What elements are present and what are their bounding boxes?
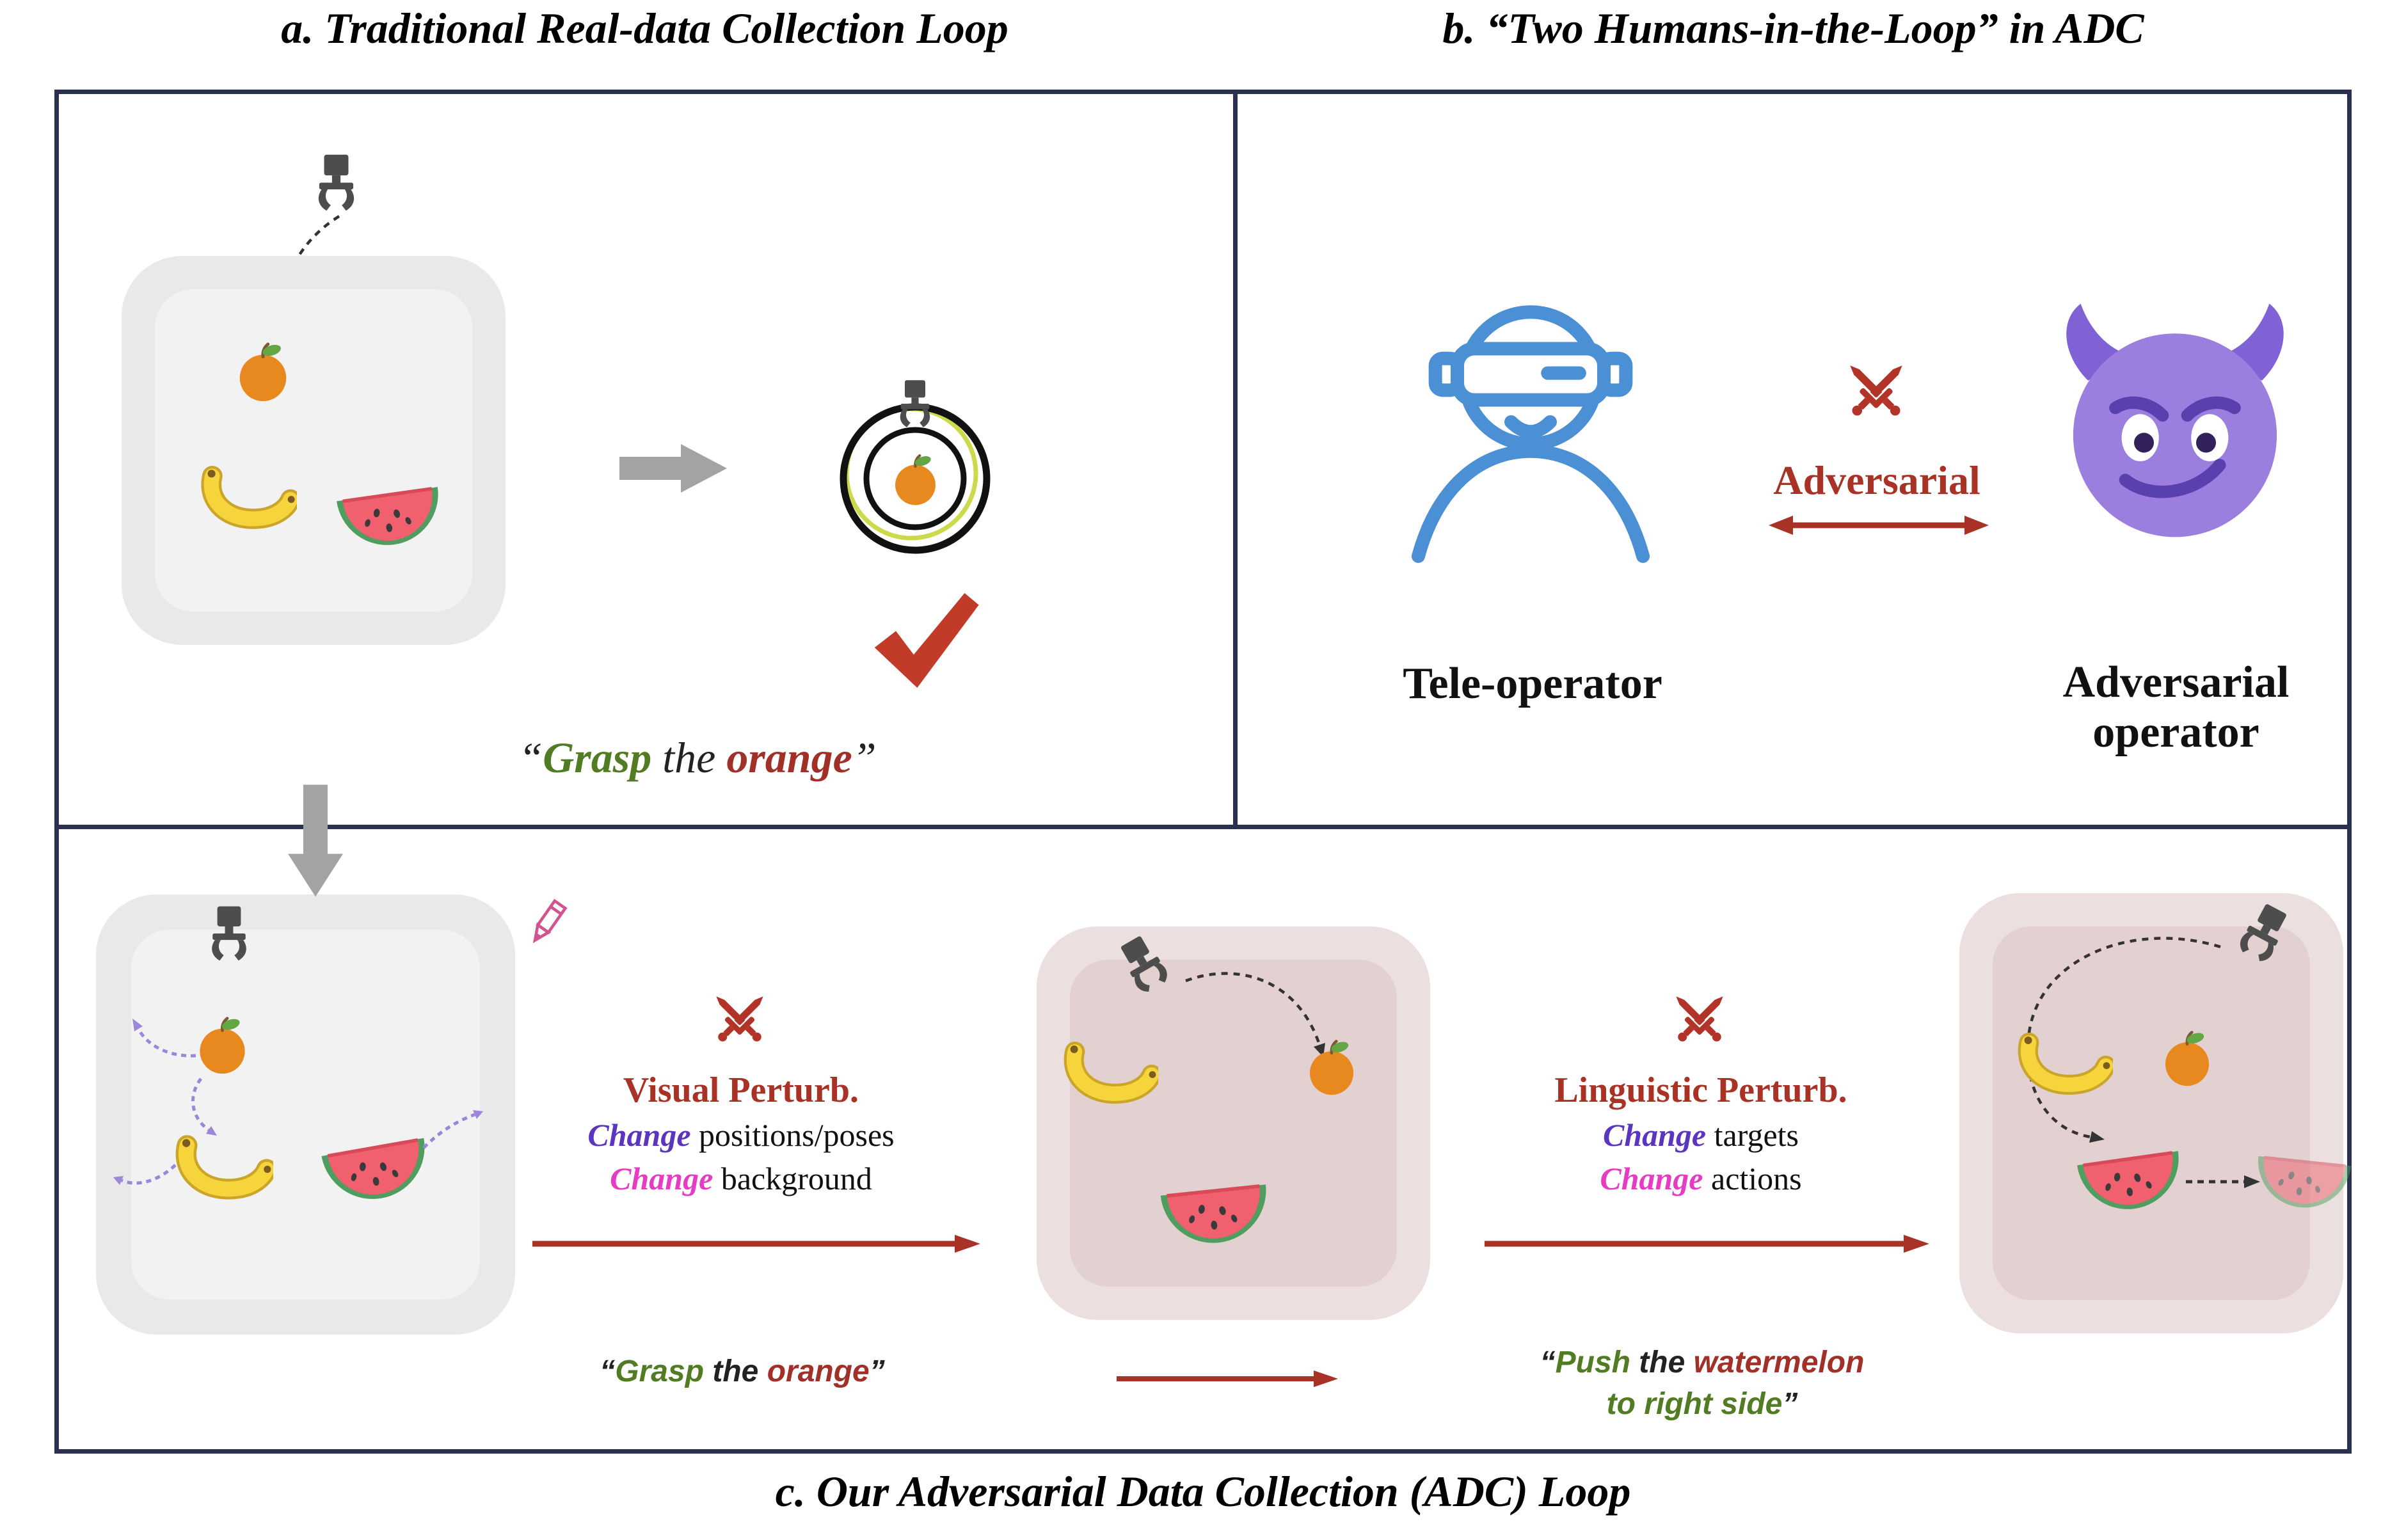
instruction-connector: the: [704, 1354, 767, 1388]
adversarial-label: Adversarial: [1773, 457, 1980, 503]
close-quote: ”: [1782, 1386, 1798, 1421]
target-rings-icon: [840, 380, 991, 554]
banana-icon: [200, 462, 297, 536]
tray-inner-surface: [155, 289, 472, 612]
panel-b-title: b. “Two Humans-in-the-Loop” in ADC: [1442, 4, 2144, 52]
gripper-icon: [306, 152, 367, 213]
instruction-line1: “Push the watermelon: [1465, 1342, 1939, 1384]
close-quote: ”: [852, 733, 877, 782]
red-arrow: [532, 1235, 980, 1253]
panel-c-title: c. Our Adversarial Data Collection (ADC)…: [775, 1467, 1631, 1516]
figure-outer-border: [54, 90, 2352, 1454]
open-quote: “: [518, 733, 543, 782]
line-rest: positions/poses: [690, 1117, 895, 1153]
banana-icon: [174, 1131, 273, 1207]
linguistic-perturb-line2: Change actions: [1509, 1160, 1893, 1197]
adversarial-double-arrow: [1769, 516, 1989, 535]
instruction-connector: the: [651, 733, 727, 782]
watermelon-icon: [2074, 1133, 2187, 1219]
close-quote: ”: [869, 1354, 885, 1388]
horizontal-divider: [54, 825, 2352, 829]
crossed-swords-icon: [1665, 985, 1734, 1054]
instruction-verb: Grasp: [615, 1354, 705, 1388]
adversarial-operator-label: Adversarial operator: [2062, 658, 2290, 758]
instruction-verb: Grasp: [543, 733, 652, 782]
instruction-verb: Push: [1555, 1346, 1630, 1379]
open-quote: “: [1540, 1346, 1556, 1379]
block-arrow-down-icon: [288, 784, 343, 897]
pose-change-dashed-arrow: [422, 1110, 483, 1149]
visual-perturb-line1: Change positions/poses: [517, 1116, 965, 1154]
line-rest: targets: [1706, 1117, 1799, 1153]
robot-bin-tray-result: [1959, 893, 2343, 1333]
instruction-connector: the: [1630, 1346, 1694, 1379]
vertical-divider: [1233, 90, 1238, 829]
dashed-trajectory-arrow: [2026, 937, 2221, 1143]
instruction-caption-panel-a: “Grasp the orange”: [218, 733, 1177, 783]
instruction-caption-before: “Grasp the orange”: [511, 1351, 974, 1393]
line-rest: actions: [1703, 1161, 1802, 1196]
linguistic-perturb-line1: Change targets: [1509, 1116, 1893, 1154]
tray-inner-surface: [131, 930, 480, 1299]
red-arrow: [1117, 1370, 1338, 1387]
block-arrow-right-icon: [619, 444, 727, 493]
red-arrow: [1485, 1235, 1929, 1253]
checkmark-icon: [874, 593, 979, 688]
line-rest: background: [713, 1161, 872, 1196]
linguistic-perturb-heading: Linguistic Perturb.: [1554, 1070, 1847, 1110]
robot-bin-tray: [96, 894, 515, 1335]
orange-icon: [1302, 1038, 1361, 1097]
orange-icon: [2158, 1029, 2217, 1088]
open-quote: “: [600, 1354, 616, 1388]
robot-bin-tray: [122, 256, 506, 645]
vr-teleoperator-icon: [1411, 305, 1650, 563]
change-word: Change: [1602, 1117, 1707, 1153]
banana-icon: [1062, 1038, 1158, 1111]
pose-change-dashed-arrow: [113, 1164, 177, 1185]
panel-a-title: a. Traditional Real-data Collection Loop: [281, 4, 1008, 52]
watermelon-ghost-icon: [2252, 1139, 2354, 1217]
pencil-icon: [517, 894, 576, 953]
instruction-line2: to right side”: [1465, 1384, 1939, 1425]
instruction-object: orange: [767, 1354, 870, 1388]
devil-icon: [2066, 303, 2284, 537]
instruction-object: watermelon: [1693, 1346, 1865, 1379]
crossed-swords-icon: [1838, 353, 1915, 430]
instruction-caption-after: “Push the watermelon to right side”: [1465, 1342, 1939, 1425]
watermelon-icon: [333, 470, 446, 555]
tray-inner-surface: [1993, 926, 2310, 1300]
pose-change-dashed-arrow: [132, 1019, 196, 1058]
change-word: Change: [1600, 1161, 1703, 1196]
orange-icon: [232, 340, 294, 403]
pose-change-dashed-arrow: [191, 1077, 217, 1136]
crossed-swords-icon: [705, 985, 774, 1054]
teleoperator-label: Tele-operator: [1403, 659, 1662, 708]
instruction-object: orange: [726, 733, 852, 782]
visual-perturb-heading: Visual Perturb.: [623, 1070, 859, 1110]
visual-perturb-line2: Change background: [517, 1160, 965, 1197]
push-dashed-arrow: [2186, 1175, 2260, 1188]
instruction-line2-text: to right side: [1606, 1386, 1783, 1421]
robot-bin-tray-perturbed: [1037, 926, 1430, 1320]
change-word: Change: [610, 1161, 713, 1196]
banana-icon: [2016, 1029, 2113, 1102]
watermelon-icon: [1158, 1167, 1272, 1252]
gripper-icon: [200, 904, 259, 963]
change-word: Change: [587, 1117, 691, 1153]
